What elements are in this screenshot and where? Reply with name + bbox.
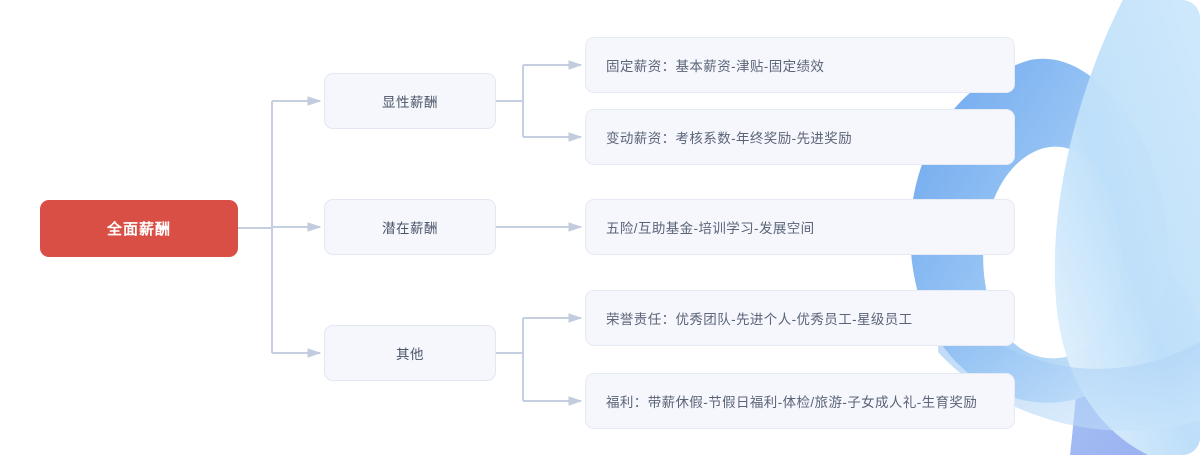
leaf-node-insurance-training-growth[interactable]: 五险/互助基金-培训学习-发展空间 [585,199,1015,255]
leaf-node-welfare[interactable]: 福利：带薪休假-节假日福利-体检/旅游-子女成人礼-生育奖励 [585,373,1015,429]
branch-node-latent-compensation[interactable]: 潜在薪酬 [324,199,496,255]
leaf-node-label: 固定薪资：基本薪资-津贴-固定绩效 [606,59,825,74]
leaf-node-honor-responsibility[interactable]: 荣誉责任：优秀团队-先进个人-优秀员工-星级员工 [585,290,1015,346]
root-node-total-compensation[interactable]: 全面薪酬 [40,200,238,257]
branch-node-explicit-compensation[interactable]: 显性薪酬 [324,73,496,129]
branch-node-other[interactable]: 其他 [324,325,496,381]
leaf-node-label: 荣誉责任：优秀团队-先进个人-优秀员工-星级员工 [606,312,913,327]
branch-node-label: 其他 [396,347,424,362]
leaf-node-label: 五险/互助基金-培训学习-发展空间 [606,221,815,236]
leaf-node-label: 福利：带薪休假-节假日福利-体检/旅游-子女成人礼-生育奖励 [606,395,978,410]
leaf-node-fixed-salary[interactable]: 固定薪资：基本薪资-津贴-固定绩效 [585,37,1015,93]
leaf-node-variable-salary[interactable]: 变动薪资：考核系数-年终奖励-先进奖励 [585,109,1015,165]
branch-node-label: 潜在薪酬 [382,221,438,236]
leaf-node-label: 变动薪资：考核系数-年终奖励-先进奖励 [606,131,853,146]
branch-node-label: 显性薪酬 [382,95,438,110]
root-node-label: 全面薪酬 [106,221,171,238]
